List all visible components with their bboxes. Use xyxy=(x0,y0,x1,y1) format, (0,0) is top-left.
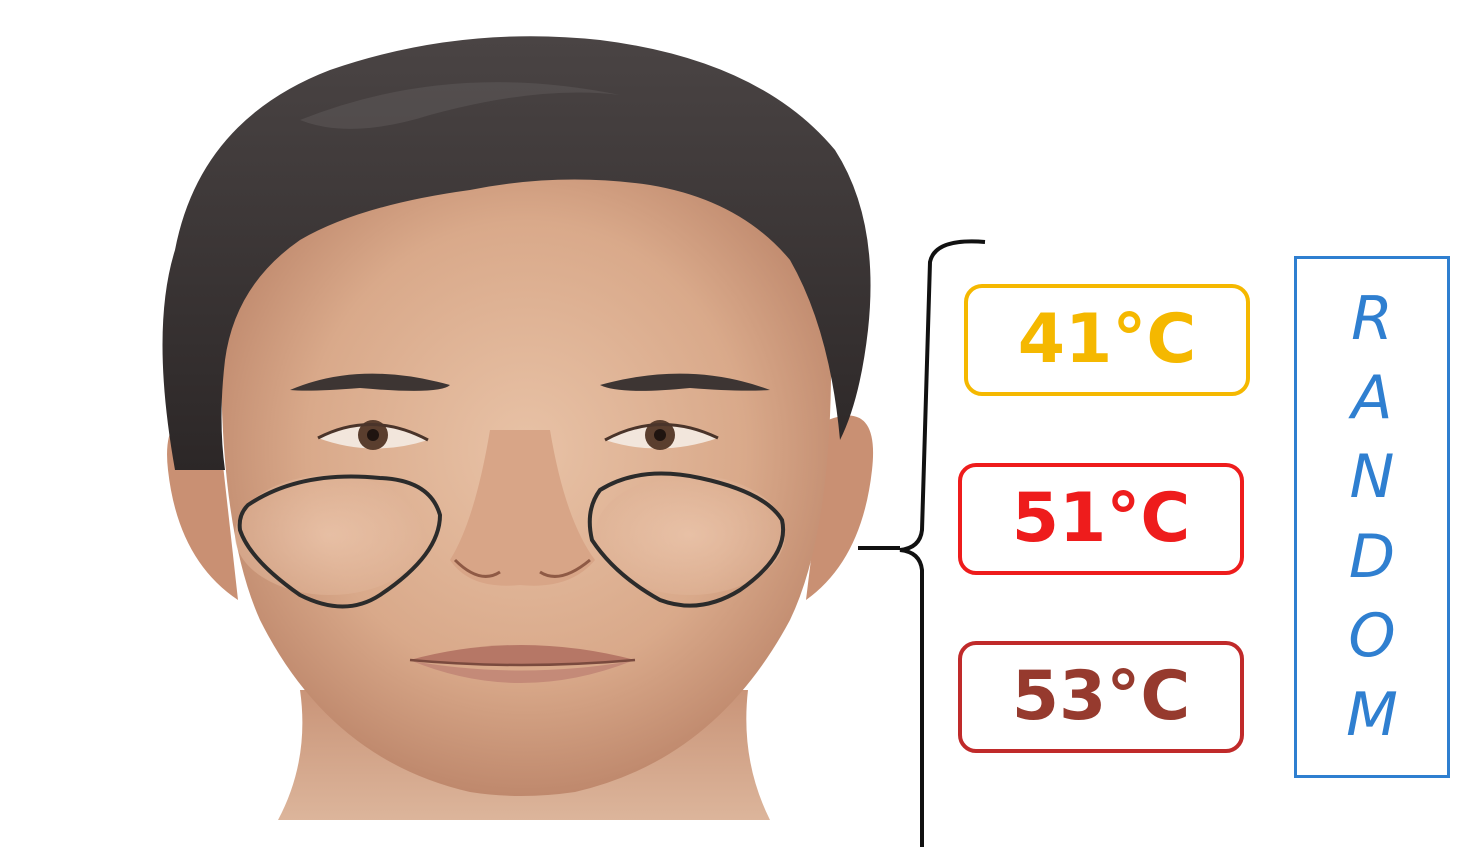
temperature-box-41: 41°C xyxy=(964,284,1250,396)
mouth xyxy=(409,645,636,683)
random-letter-m: M xyxy=(1346,680,1398,751)
random-letter-d: D xyxy=(1348,521,1396,592)
right-cheek-region xyxy=(587,471,786,608)
eyes xyxy=(317,420,719,450)
curly-bracket xyxy=(899,239,986,847)
left-cheek-region xyxy=(237,474,443,609)
nose xyxy=(450,430,595,586)
eyebrows xyxy=(290,373,770,391)
temperature-label: 41°C xyxy=(1017,300,1197,379)
random-letter-r: R xyxy=(1351,283,1393,354)
cheek-region-outlines xyxy=(237,471,786,609)
random-letter-n: N xyxy=(1349,442,1395,513)
random-letter-o: O xyxy=(1348,600,1396,671)
temperature-label: 51°C xyxy=(1011,479,1191,558)
random-order-box: R A N D O M xyxy=(1294,256,1450,778)
temperature-box-53: 53°C xyxy=(958,641,1244,753)
random-letter-a: A xyxy=(1351,362,1393,433)
temperature-box-51: 51°C xyxy=(958,463,1244,575)
hair xyxy=(162,36,871,470)
temperature-label: 53°C xyxy=(1011,657,1191,736)
